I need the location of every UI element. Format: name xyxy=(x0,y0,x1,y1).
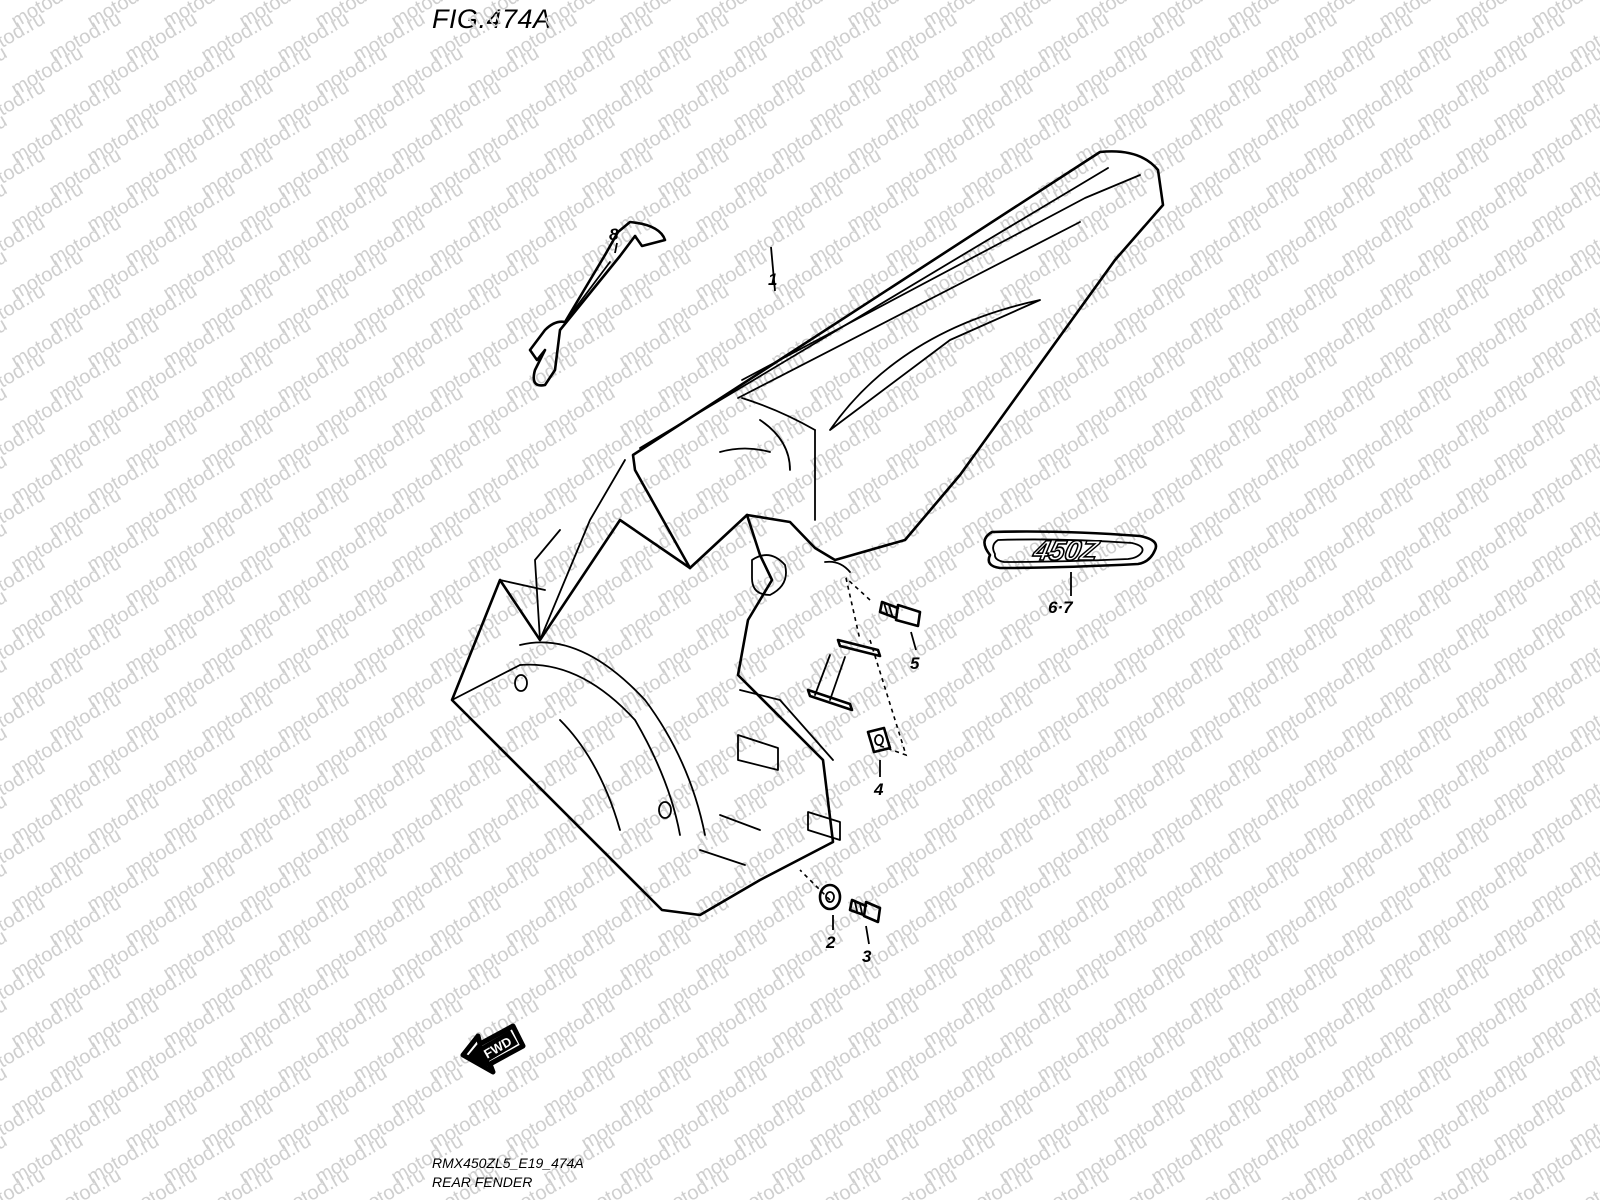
decal-text: 450Z xyxy=(1030,534,1103,566)
leader-3 xyxy=(865,925,870,945)
callout-2: 2 xyxy=(825,933,836,952)
nut-part-2[interactable] xyxy=(818,883,842,911)
callout-1: 1 xyxy=(768,270,777,289)
callout-4: 4 xyxy=(873,780,884,799)
callout-8: 8 xyxy=(609,225,619,244)
figure-title: FIG.474A xyxy=(432,4,552,34)
diagram-name: REAR FENDER xyxy=(432,1174,533,1190)
callout-6-7: 6·7 xyxy=(1048,598,1074,617)
callout-3: 3 xyxy=(862,947,872,966)
callout-5: 5 xyxy=(910,654,920,673)
diagram-code: RMX450ZL5_E19_474A xyxy=(432,1155,584,1171)
